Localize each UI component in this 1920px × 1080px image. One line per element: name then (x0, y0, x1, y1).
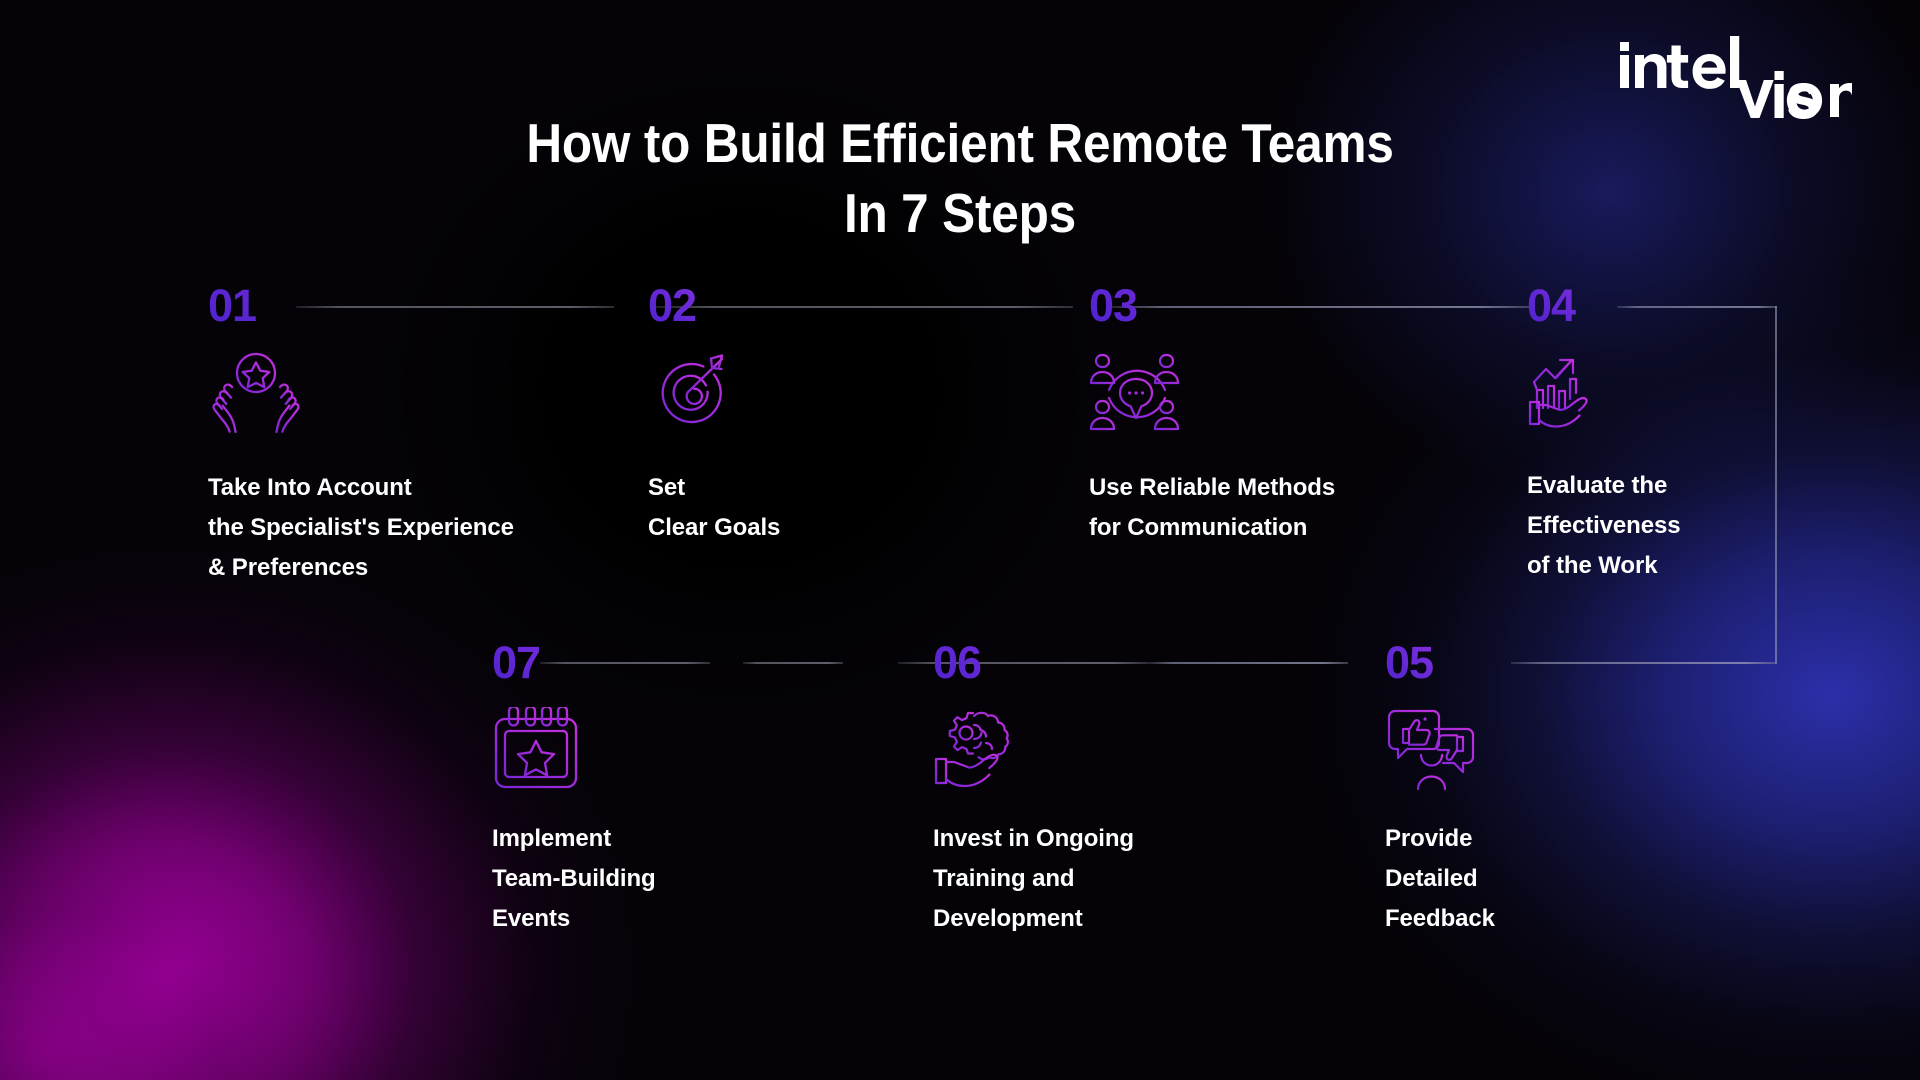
connector-04-right (1617, 306, 1777, 308)
calendar-star-icon (492, 707, 656, 793)
connector-03-04 (1112, 306, 1530, 308)
logo-mark (1620, 36, 1862, 119)
step-number-02: 02 (648, 283, 780, 328)
connector-01-02 (296, 306, 614, 308)
step-card-01: 01 Take Into Account the Specialist's Ex… (208, 283, 514, 588)
step-number-03: 03 (1089, 283, 1335, 328)
step-text-07: Implement Team-Building Events (492, 825, 656, 932)
step-number-07: 07 (492, 640, 656, 685)
step-card-02: 02 Set Clear Goals (648, 283, 780, 548)
target-arrow-icon (648, 350, 780, 438)
step-card-04: 04 Evaluate the E (1527, 283, 1681, 586)
connector-05-right (1511, 662, 1777, 664)
step-text-03: Use Reliable Methods for Communication (1089, 474, 1336, 541)
step-text-04: Evaluate the Effectiveness of the Work (1527, 472, 1681, 579)
hands-holding-star-icon (208, 350, 514, 438)
connector-06-05-right (1148, 662, 1348, 664)
connector-07-06-right (743, 662, 843, 664)
hand-growth-chart-icon (1527, 350, 1680, 438)
connector-02-03 (655, 306, 1073, 308)
step-number-05: 05 (1385, 640, 1495, 685)
step-text-05: Provide Detailed Feedback (1385, 825, 1495, 932)
connector-07-06-left (540, 662, 710, 664)
hand-brain-gear-icon (933, 707, 1134, 793)
connector-vertical-right (1775, 306, 1777, 664)
step-text-02: Set Clear Goals (648, 474, 781, 541)
connector-06-05-left (898, 662, 1148, 664)
step-number-01: 01 (208, 283, 514, 328)
step-card-06: 06 Invest in Ongoing Training and Develo… (933, 640, 1134, 939)
people-network-chat-icon (1089, 350, 1335, 438)
step-text-01: Take Into Account the Specialist's Exper… (208, 474, 514, 581)
step-card-03: 03 (1089, 283, 1335, 548)
step-card-05: 05 Provide Detailed Feedba (1385, 640, 1495, 939)
step-text-06: Invest in Ongoing Training and Developme… (933, 825, 1134, 932)
page-title: How to Build Efficient Remote Teams In 7… (526, 112, 1394, 244)
intelvision-logo (1612, 32, 1862, 124)
magenta-glow-secondary (0, 620, 500, 1080)
step-number-06: 06 (933, 640, 1134, 685)
step-number-04: 04 (1527, 283, 1680, 328)
step-card-07: 07 Implement Team-Building Events (492, 640, 656, 939)
feedback-thumbs-icon (1385, 707, 1495, 793)
